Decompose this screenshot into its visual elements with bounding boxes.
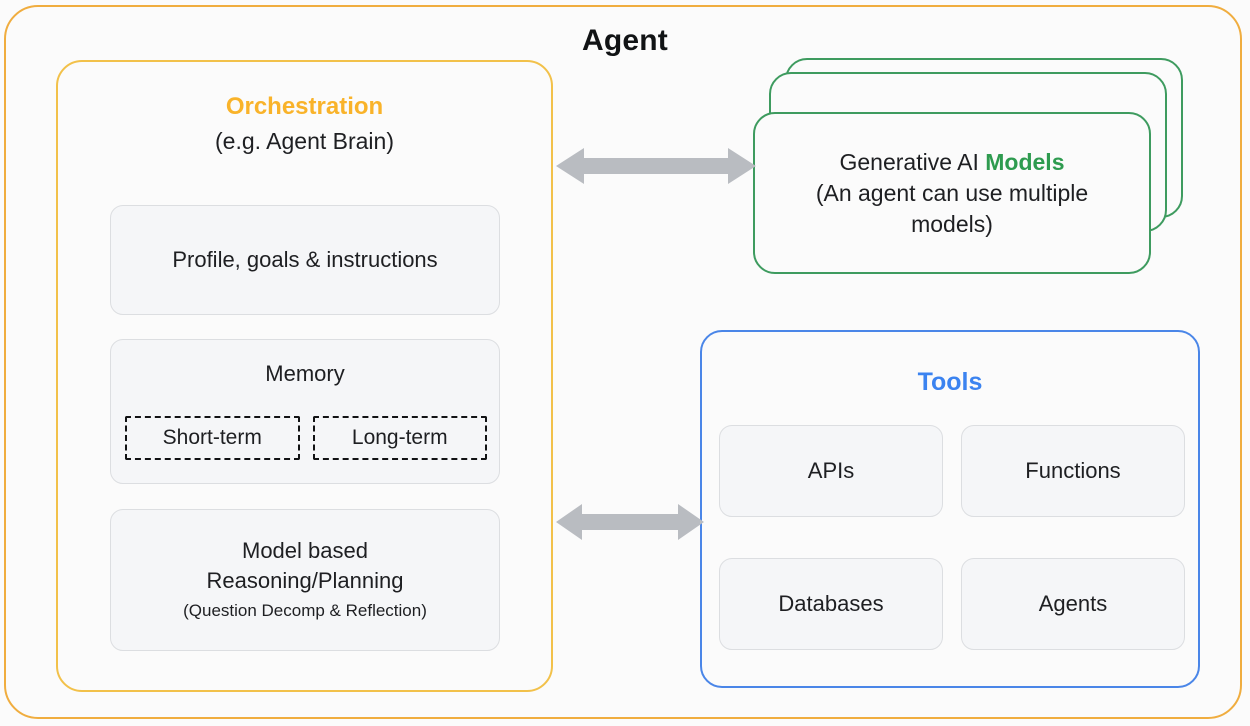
memory-long-term-box: Long-term bbox=[312, 416, 487, 460]
tool-label-databases: Databases bbox=[778, 591, 884, 616]
memory-short-term-box: Short-term bbox=[125, 416, 300, 460]
memory-subtypes: Short-term Long-term bbox=[125, 416, 487, 460]
tools-grid: APIs Functions Databases Agents bbox=[719, 425, 1185, 650]
card-profile-goals-instructions: Profile, goals & instructions bbox=[110, 205, 500, 315]
models-heading-prefix: Generative AI bbox=[839, 149, 986, 175]
arrow-orchestration-to-tools bbox=[556, 504, 704, 540]
card-model-based-reasoning: Model based Reasoning/Planning (Question… bbox=[110, 509, 500, 651]
reasoning-line-2: Reasoning/Planning bbox=[206, 568, 404, 593]
card-profile-label: Profile, goals & instructions bbox=[172, 247, 438, 272]
memory-long-term-label: Long-term bbox=[351, 426, 448, 449]
tool-card-databases: Databases bbox=[719, 558, 943, 650]
tool-card-functions: Functions bbox=[961, 425, 1185, 517]
tool-label-functions: Functions bbox=[1025, 458, 1121, 483]
memory-short-term-label: Short-term bbox=[162, 426, 262, 449]
card-memory: Memory Short-term Long-term bbox=[110, 339, 500, 484]
arrow-orchestration-to-models bbox=[556, 148, 756, 184]
orchestration-title: Orchestration bbox=[225, 93, 384, 120]
models-subtitle: (An agent can use multiple models) bbox=[815, 180, 1089, 237]
tool-card-agents: Agents bbox=[961, 558, 1185, 650]
tools-title: Tools bbox=[917, 368, 983, 396]
tool-card-apis: APIs bbox=[719, 425, 943, 517]
tool-label-apis: APIs bbox=[807, 458, 855, 483]
page-title: Agent bbox=[582, 24, 668, 57]
model-card-front: Generative AI Models (An agent can use m… bbox=[753, 112, 1151, 274]
reasoning-line-1: Model based bbox=[242, 538, 368, 563]
models-heading: Generative AI Models bbox=[840, 146, 1065, 178]
tools-panel: Tools APIs Functions Databases Agents bbox=[700, 330, 1200, 688]
models-heading-highlight: Models bbox=[985, 149, 1065, 175]
orchestration-subtitle: (e.g. Agent Brain) bbox=[215, 128, 394, 154]
tool-label-agents: Agents bbox=[1038, 591, 1108, 616]
generative-ai-models-stack: Generative AI Models (An agent can use m… bbox=[753, 58, 1185, 278]
memory-label: Memory bbox=[265, 361, 345, 386]
reasoning-line-3: (Question Decomp & Reflection) bbox=[183, 601, 427, 620]
